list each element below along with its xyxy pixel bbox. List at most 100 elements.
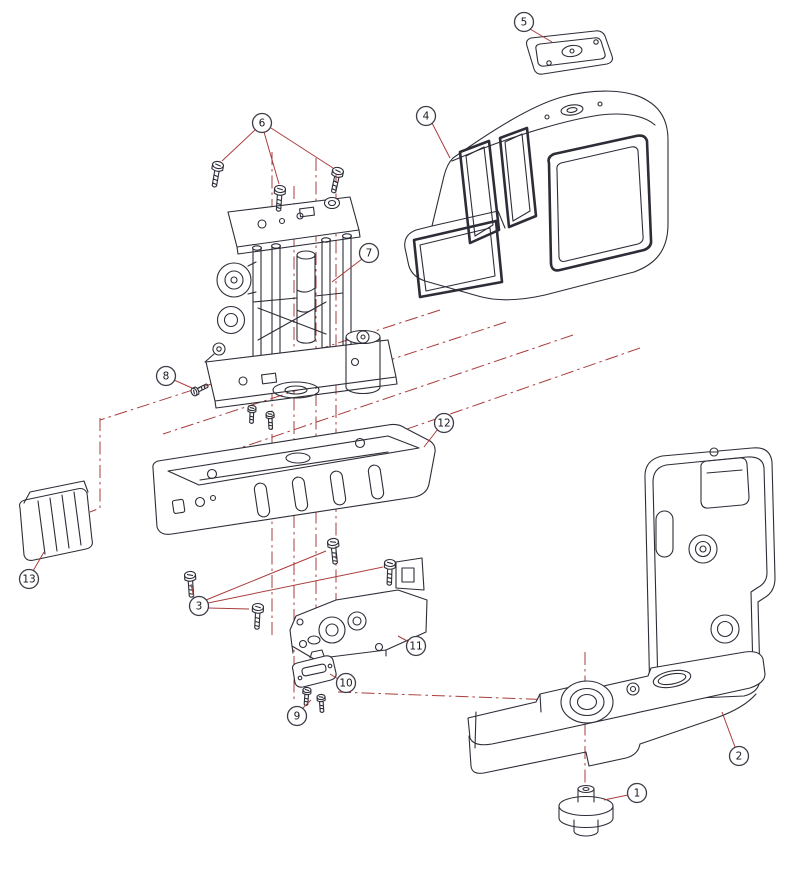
lens-bracket-lines — [204, 261, 257, 363]
gimbal-ring-outer — [272, 381, 320, 399]
callout-6-label: 6 — [259, 118, 266, 130]
lens-wheel-lower-inner — [223, 312, 239, 328]
battery-door-outline — [19, 487, 93, 561]
callout-1: 1 — [626, 782, 648, 804]
callout-13-label: 13 — [22, 574, 35, 586]
vent-slot-1 — [253, 482, 271, 518]
callout-11-circle — [405, 635, 427, 657]
adjust-knob-hole — [216, 346, 222, 352]
callout-2-circle — [728, 745, 750, 767]
leader-9 — [301, 699, 312, 710]
plate-screw-b — [374, 642, 384, 652]
centerline-diagonal-2 — [162, 321, 507, 435]
top-oval-inner — [566, 107, 578, 113]
tower-top-plate-thickness — [236, 229, 361, 255]
cam-lobe — [307, 635, 321, 645]
front-window-2-frame — [498, 126, 538, 229]
callout-9-circle — [286, 705, 308, 727]
callout-13-circle — [18, 568, 40, 590]
knob-stem-hole — [582, 786, 590, 792]
plate-screw-a — [298, 639, 308, 649]
leader-10 — [329, 673, 339, 680]
callout-5-label: 5 — [521, 17, 528, 29]
foot-boss-hole — [576, 693, 598, 711]
centerline-diagonal-1 — [99, 309, 441, 421]
callout-4-label: 4 — [423, 111, 430, 123]
lower-window-inner — [419, 227, 496, 292]
foot-oval-inner — [657, 672, 687, 686]
cam-gear-large-hub — [325, 623, 339, 637]
motor-shaft — [360, 334, 366, 340]
callout-3-circle — [188, 595, 210, 617]
cam-gear-small — [347, 611, 367, 631]
knob-hub — [573, 819, 599, 837]
boss-lower-outer — [710, 614, 740, 644]
base-plate-slot — [261, 372, 278, 385]
callout-5-circle — [513, 11, 535, 33]
callout-10: 10 — [335, 672, 357, 694]
plate-screw-c — [296, 618, 304, 626]
front-hole-2 — [209, 494, 217, 502]
part-4-housing-cover — [404, 90, 669, 301]
foot-step-edges — [474, 693, 542, 749]
top-hole-right — [597, 101, 603, 107]
front-window-2-inner — [504, 133, 531, 222]
lens-wheel-lower — [216, 305, 246, 335]
leader-5 — [529, 28, 553, 43]
callout-2: 2 — [728, 745, 750, 767]
plate-knob-inner — [327, 199, 337, 207]
lens-wheel-upper-hub — [230, 276, 238, 284]
callout-12-label: 12 — [437, 418, 450, 430]
side-window-inner — [556, 146, 644, 263]
callout-2-label: 2 — [736, 751, 743, 763]
callout-10-circle — [335, 672, 357, 694]
plate-knob — [323, 196, 341, 210]
post-4-top — [341, 233, 353, 239]
adjust-knob — [212, 342, 226, 356]
side-window-frame — [547, 134, 653, 272]
callout-12: 12 — [433, 412, 455, 434]
leader-3 — [190, 550, 384, 610]
callout-8-circle — [155, 365, 177, 387]
foot-boss-ring — [569, 687, 605, 717]
callout-3: 3 — [188, 595, 210, 617]
boss-lower-inner — [716, 620, 734, 638]
part-1-adapter-knob — [558, 784, 614, 837]
centerline-diagonal-3 — [239, 334, 574, 449]
lens-wheel-upper-inner — [224, 270, 244, 290]
callout-10-label: 10 — [339, 678, 352, 690]
top-hole-left — [544, 114, 550, 120]
frame-braces — [252, 292, 344, 341]
top-oval-hole — [560, 104, 584, 116]
plate-slot — [299, 206, 315, 218]
callout-8-label: 8 — [163, 371, 170, 383]
post-3-top — [320, 237, 332, 243]
battery-door-ribs — [37, 491, 82, 555]
knob-stem-top — [577, 784, 595, 794]
plate-screw-hole-3 — [278, 217, 286, 225]
front-square-hole — [171, 498, 186, 514]
foot-oval-opening — [652, 669, 692, 689]
boss-upper-hole — [699, 545, 707, 553]
leader-7 — [331, 258, 363, 283]
centerline-bracket-horizontal — [337, 691, 557, 701]
callout-4-circle — [415, 105, 437, 127]
part-2-mounting-bracket — [467, 447, 776, 774]
part-5-top-plate — [525, 30, 613, 75]
clamp-body — [291, 655, 337, 688]
cam-gear-large — [318, 616, 346, 644]
base-rim-inner — [167, 435, 420, 486]
post-1-top — [251, 245, 263, 251]
leader-12 — [423, 428, 439, 448]
part-10-clamp-bracket — [291, 649, 337, 688]
foot-small-hole-outer — [626, 682, 640, 696]
battery-door-top-face — [23, 480, 89, 504]
callout-12-circle — [433, 412, 455, 434]
leader-lines — [32, 28, 736, 801]
callout-9-label: 9 — [294, 711, 301, 723]
plate-screw-hole-1 — [257, 219, 267, 229]
vent-slot-4 — [367, 464, 385, 500]
upright-wall — [395, 557, 425, 591]
